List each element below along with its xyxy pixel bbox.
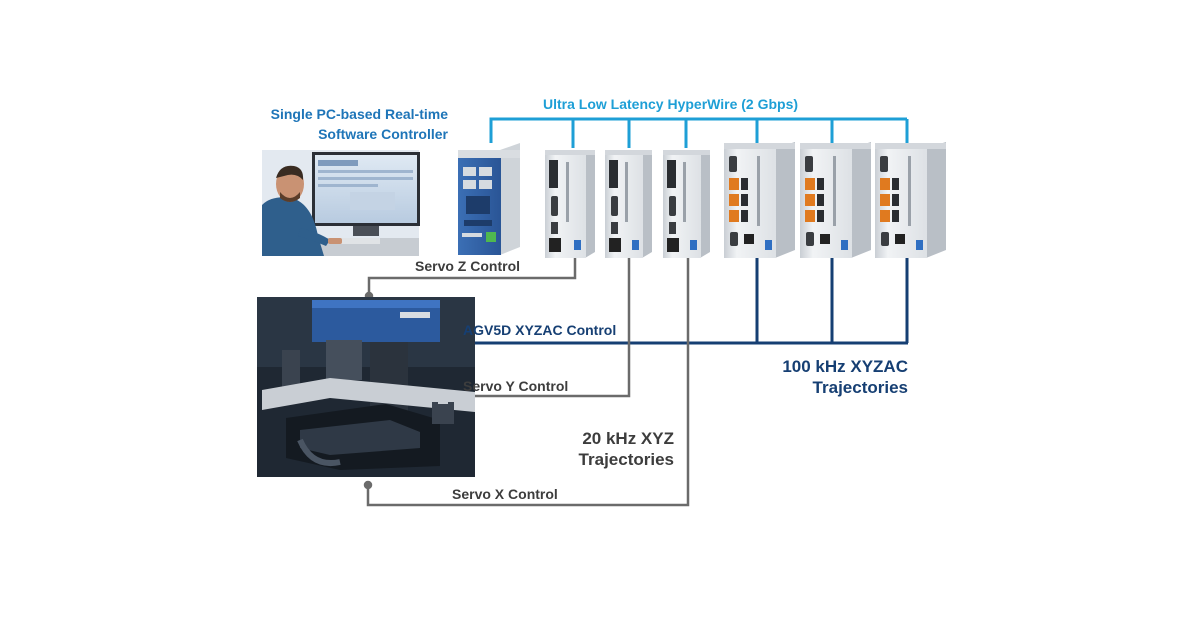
hyperwire-bus	[489, 117, 909, 148]
traj-20khz-line1: 20 kHz XYZ	[582, 429, 674, 448]
multi-axis-drive-2-icon	[800, 142, 871, 258]
agv5d-label: AGV5D XYZAC Control	[463, 322, 617, 338]
controller-title-line2: Software Controller	[318, 126, 448, 142]
multi-axis-drive-1-icon	[724, 142, 795, 258]
servo-drive-y-icon	[605, 150, 652, 258]
servo-drive-z-icon	[545, 150, 595, 258]
servo-z-label: Servo Z Control	[415, 258, 521, 274]
servo-drive-x-icon	[663, 150, 710, 258]
traj-20khz-label: 20 kHz XYZ Trajectories	[560, 428, 674, 470]
traj-100khz-label: 100 kHz XYZAC Trajectories	[770, 356, 908, 398]
traj-100khz-line1: 100 kHz XYZAC	[782, 357, 908, 376]
traj-20khz-line2: Trajectories	[578, 450, 674, 469]
controller-title: Single PC-based Real-time Software Contr…	[252, 104, 448, 144]
hyperwire-label: Ultra Low Latency HyperWire (2 Gbps)	[543, 96, 799, 112]
hyperwire-master-module-icon	[458, 143, 520, 255]
servo-x-label: Servo X Control	[452, 486, 558, 502]
traj-100khz-line2: Trajectories	[812, 378, 908, 397]
pc-operator-photo-icon	[262, 150, 420, 256]
controller-title-line1: Single PC-based Real-time	[270, 106, 448, 122]
servo-y-label: Servo Y Control	[463, 378, 569, 394]
xyz-gantry-stage-photo-icon	[257, 297, 475, 477]
multi-axis-drive-3-icon	[875, 142, 946, 258]
